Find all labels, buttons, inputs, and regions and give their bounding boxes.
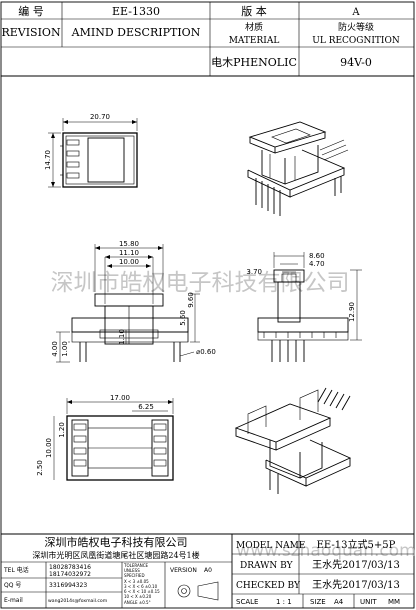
material-cn-label: 材质 — [245, 21, 263, 33]
material-value: 电木PHENOLIC — [211, 56, 297, 69]
dim-front-center: 1.10 — [118, 329, 126, 345]
dim-side-width-a: 8.60 — [309, 252, 325, 260]
dim-side-width-c: 3.70 — [246, 268, 262, 276]
iso-view-bottom — [234, 387, 352, 494]
material-en-label: MATERIAL — [229, 36, 280, 46]
email-label: E-mail — [4, 597, 23, 604]
header-table: 编 号 EE-1330 版 本 A REVISION AMIND DESCRIP… — [0, 1, 415, 77]
tolerance-specified: SPECIFIED — [124, 573, 145, 578]
qq-label: QQ 号 — [4, 582, 21, 589]
size-label: SIZE — [310, 598, 326, 606]
version-value: A — [351, 7, 360, 18]
email-value: wang2014s@foxmail.com — [48, 598, 108, 604]
drawn-by-label: DRAWN BY — [240, 561, 294, 571]
tolerance-title: TOLERANCE — [123, 563, 148, 568]
top-view: 20.70 14.70 — [44, 113, 138, 188]
flame-en-label: UL RECOGNITION — [312, 36, 400, 46]
dim-bottom-width: 17.00 — [110, 394, 130, 402]
model-name-value: EE-13立式5+5P — [317, 538, 396, 551]
tel-number-1: 18028783416 — [49, 564, 91, 571]
scale-value: 1 : 1 — [276, 598, 292, 606]
tolerance-angle: ANGLE ±0.5° — [124, 600, 151, 605]
watermark-url: www.szhaoquan.com — [236, 541, 415, 561]
revision-label: REVISION — [1, 26, 61, 39]
model-name-label: MODEL NAME — [236, 541, 305, 551]
scale-label: SCALE — [236, 598, 258, 606]
watermark-company: 深圳市皓权电子科技有限公司 — [51, 270, 350, 296]
amend-label: AMIND DESCRIPTION — [71, 26, 201, 39]
company-address: 深圳市光明区凤凰街道塘尾社区塘园路24号1楼 — [32, 550, 199, 560]
unit-label: UNIT — [360, 598, 377, 606]
title-block: 深圳市皓权电子科技有限公司 深圳市光明区凤凰街道塘尾社区塘园路24号1楼 TEL… — [1, 533, 414, 608]
dim-top-width: 20.70 — [90, 113, 110, 121]
drawing-frame — [0, 75, 415, 609]
company-name: 深圳市皓权电子科技有限公司 — [45, 535, 188, 549]
part-number: EE-1330 — [112, 5, 160, 18]
flame-cn-label: 防火等级 — [338, 21, 374, 33]
version-box-label: VERSION — [170, 567, 197, 574]
unit-value: MM — [388, 598, 400, 606]
dim-side-width-b: 4.70 — [309, 260, 325, 268]
dim-front-height-a: 9.60 — [187, 292, 195, 308]
front-view: 15.80 11.10 10.00 9.60 5.60 4.00 1.00 1.… — [51, 240, 216, 363]
dim-bottom-height: 10.00 — [45, 438, 53, 458]
flame-value: 94V-0 — [340, 56, 372, 69]
tolerance-row-4: 10 < X ±0.20 — [124, 594, 152, 599]
dim-front-left-height: 4.00 — [51, 341, 59, 357]
projection-symbol-icon — [177, 581, 219, 601]
checked-by-label: CHECKED BY — [236, 581, 301, 591]
size-value: A4 — [334, 598, 344, 606]
dim-bottom-pitch: 6.25 — [138, 403, 154, 411]
drawn-by-value: 王水先2017/03/13 — [312, 559, 400, 571]
dim-front-left-small: 1.00 — [61, 341, 69, 357]
dim-front-width-outer: 15.80 — [119, 240, 139, 248]
version-label: 版 本 — [241, 4, 267, 18]
dim-front-width-inner: 10.00 — [119, 258, 139, 266]
dim-bottom-left-small: 2.50 — [36, 460, 44, 476]
tolerance-row-3: 6 < X < 10 ±0.15 — [124, 589, 160, 594]
version-box-value: A0 — [204, 567, 212, 574]
iso-view-top — [247, 121, 349, 216]
qq-value: 3316994323 — [49, 582, 87, 589]
tel-label: TEL 电话 — [3, 566, 29, 574]
dim-bottom-top-small: 1.20 — [58, 422, 66, 438]
tolerance-row-1: X < 3 ±0.05 — [124, 579, 149, 584]
dim-front-width-mid: 11.10 — [119, 249, 139, 257]
tolerance-unless: UNLESS — [124, 568, 140, 573]
dim-top-height: 14.70 — [44, 150, 52, 170]
dim-pin-diameter: ⌀0.60 — [196, 348, 216, 356]
number-label: 编 号 — [18, 4, 44, 18]
side-view: 8.60 4.70 3.70 12.90 — [246, 252, 362, 362]
dim-side-height: 12.90 — [348, 302, 356, 322]
tolerance-row-2: 3 < X < 6 ±0.10 — [124, 584, 158, 589]
tel-number-2: 18174032972 — [49, 571, 91, 578]
dim-front-height-b: 5.60 — [179, 310, 187, 326]
checked-by-value: 王水先2017/03/13 — [312, 579, 400, 591]
bottom-view: 17.00 6.25 10.00 1.20 2.50 — [36, 394, 174, 481]
